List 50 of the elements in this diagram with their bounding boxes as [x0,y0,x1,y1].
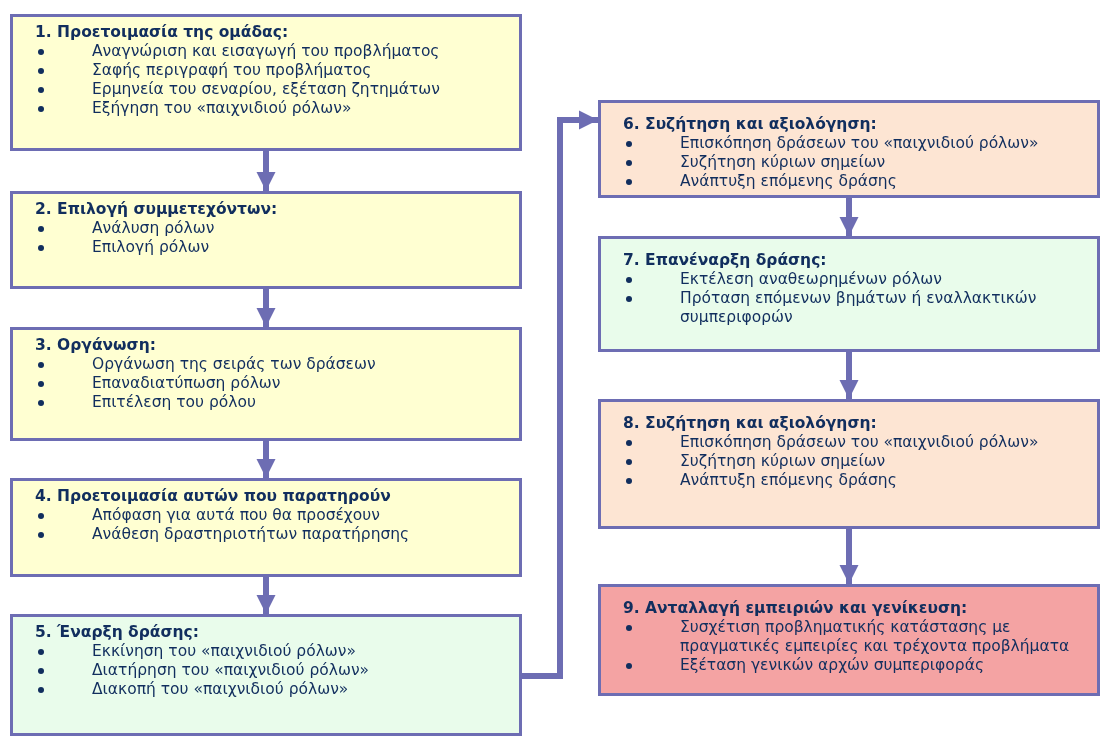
arrow [839,529,859,584]
step-heading: 1. Προετοιμασία της ομάδας: [35,23,290,42]
bullet-item: Εξήγηση του «παιχνιδιού ρόλων» [35,99,509,118]
bullet-item: Ανάπτυξη επόμενης δράσης [623,172,1087,191]
step-heading: 8. Συζήτηση και αξιολόγηση: [623,414,878,433]
bullet-item: Ερμηνεία του σεναρίου, εξέταση ζητημάτων [35,80,509,99]
bullet-item: Ανάπτυξη επόμενης δράσης [623,471,1087,490]
step-heading: 7. Επανέναρξη δράσης: [623,251,828,270]
step-box [598,100,1100,198]
bullet-item: Επιλογή ρόλων [35,238,509,257]
step-heading: 3. Οργάνωση: [35,336,157,355]
step-heading: 5. Έναρξη δράσης: [35,623,200,642]
step-box [10,327,522,441]
arrow [839,198,859,236]
step-box [598,584,1100,696]
step-box [10,191,522,289]
step-heading: 9. Ανταλλαγή εμπειριών και γενίκευση: [623,599,969,618]
bullet-item: Εκτέλεση αναθεωρημένων ρόλων [623,270,1087,289]
step-box [10,614,522,736]
bullet-item: Ανάθεση δραστηριοτήτων παρατήρησης [35,525,509,544]
step-heading: 6. Συζήτηση και αξιολόγηση: [623,115,878,134]
bullet-item: Επιτέλεση του ρόλου [35,393,509,412]
bullet-item: Διατήρηση του «παιχνιδιού ρόλων» [35,661,509,680]
bullet-item: Διακοπή του «παιχνιδιού ρόλων» [35,680,509,699]
bullet-item: Ανάλυση ρόλων [35,219,509,238]
bullet-item: Απόφαση για αυτά που θα προσέχουν [35,506,509,525]
bullet-item: Αναγνώριση και εισαγωγή του προβλήματος [35,42,509,61]
arrow [256,441,276,478]
bullet-item: Σαφής περιγραφή του προβλήματος [35,61,509,80]
bullet-item: Επαναδιατύπωση ρόλων [35,374,509,393]
bullet-item: Επισκόπηση δράσεων του «παιχνιδιού ρόλων» [623,433,1087,452]
arrow [839,352,859,399]
step-heading: 2. Επιλογή συμμετεχόντων: [35,200,279,219]
step-box [598,399,1100,529]
bullet-item: Συζήτηση κύριων σημείων [623,153,1087,172]
bullet-item: Συζήτηση κύριων σημείων [623,452,1087,471]
step-box [10,478,522,577]
bullet-item: Επισκόπηση δράσεων του «παιχνιδιού ρόλων» [623,134,1087,153]
arrow [522,110,598,679]
step-box [10,14,522,151]
step-box [598,236,1100,352]
bullet-item: Εξέταση γενικών αρχών συμπεριφοράς [623,656,1087,675]
arrow [256,289,276,327]
arrow [256,151,276,191]
arrow [256,577,276,614]
bullet-item: Οργάνωση της σειράς των δράσεων [35,355,509,374]
bullet-item: Εκκίνηση του «παιχνιδιού ρόλων» [35,642,509,661]
bullet-item: Συσχέτιση προβληματικής κατάστασης με πραγματικές εμπειρίες και τρέχοντα προβλήματα [623,618,1087,656]
step-heading: 4. Προετοιμασία αυτών που παρατηρούν [35,487,392,506]
bullet-item: Πρόταση επόμενων βημάτων ή εναλλακτικών συμπεριφορών [623,289,1087,327]
